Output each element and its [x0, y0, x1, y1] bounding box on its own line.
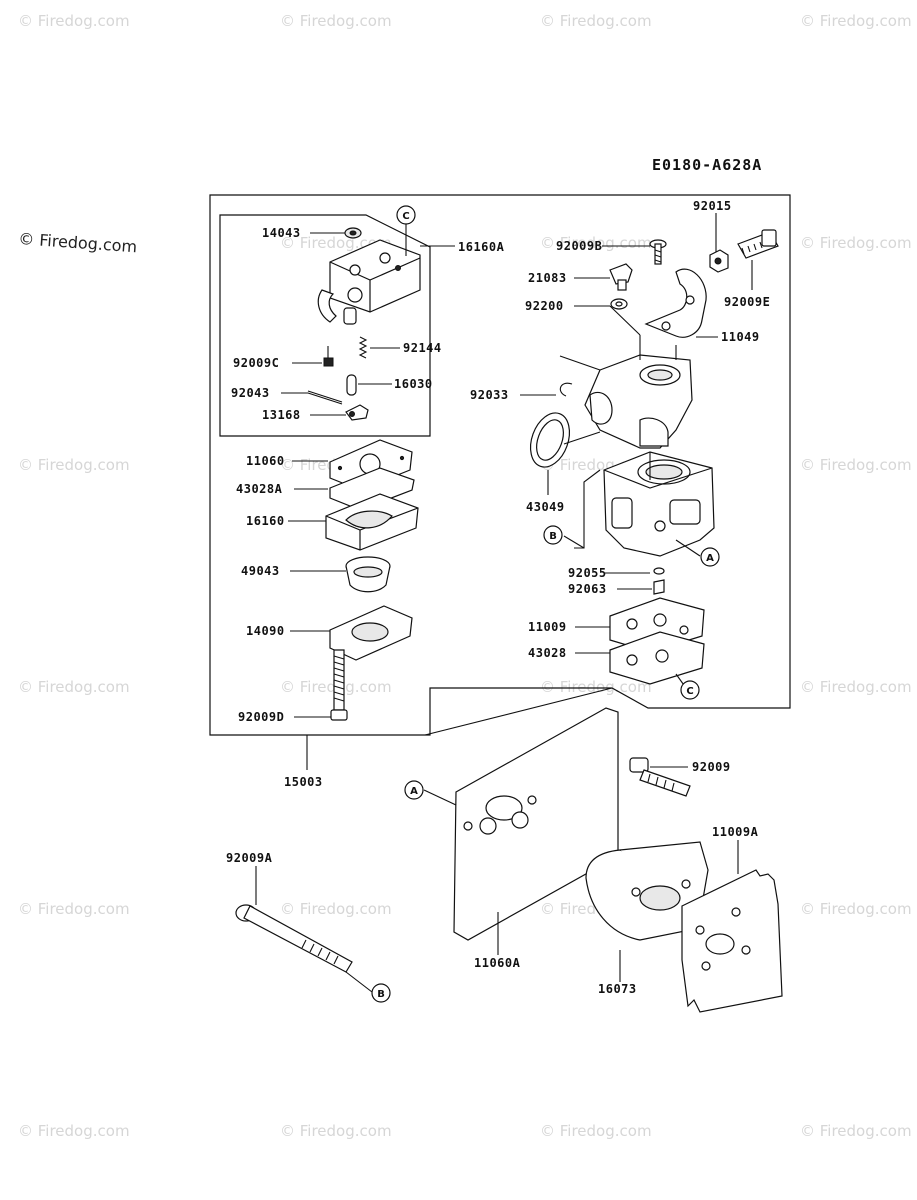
part-92055-drawing	[653, 567, 665, 575]
part-main-body-drawing	[603, 451, 715, 557]
side-watermark: © Firedog.com	[18, 229, 138, 256]
part-14090-drawing	[329, 605, 413, 661]
part-92033-drawing	[559, 382, 573, 397]
part-label-11009: 11009	[528, 620, 567, 634]
watermark: © Firedog.com	[800, 678, 912, 696]
part-label-92009C: 92009C	[233, 356, 279, 370]
part-92009E-drawing	[737, 229, 779, 259]
part-92009C-drawing	[323, 346, 334, 367]
part-92063-drawing	[653, 579, 665, 595]
part-label-11009A: 11009A	[712, 825, 759, 839]
watermark: © Firedog.com	[540, 234, 652, 252]
callout-b-upper: B	[543, 525, 563, 545]
part-92009B-drawing	[649, 239, 667, 265]
watermark: © Firedog.com	[800, 456, 912, 474]
part-label-92043: 92043	[231, 386, 270, 400]
watermark: © Firedog.com	[800, 12, 912, 30]
watermark: © Firedog.com	[280, 1122, 392, 1140]
svg-text:A: A	[706, 553, 714, 564]
part-92009D-drawing	[330, 649, 348, 721]
part-label-21083: 21083	[528, 271, 567, 285]
part-21083-drawing	[609, 263, 633, 291]
watermark: © Firedog.com	[280, 900, 392, 918]
watermark: © Firedog.com	[280, 12, 392, 30]
part-label-92200: 92200	[525, 299, 564, 313]
part-14043-drawing	[344, 227, 362, 239]
svg-text:C: C	[402, 211, 409, 222]
watermark: © Firedog.com	[800, 1122, 912, 1140]
part-label-13168: 13168	[262, 408, 301, 422]
part-label-92055: 92055	[568, 566, 607, 580]
part-label-92063: 92063	[568, 582, 607, 596]
part-92200-drawing	[610, 298, 628, 310]
subassembly-frame	[219, 214, 431, 437]
part-upper-body-drawing	[584, 335, 693, 449]
part-label-92009: 92009	[692, 760, 731, 774]
part-label-92009A: 92009A	[226, 851, 273, 865]
svg-text:B: B	[377, 989, 385, 1000]
svg-text:C: C	[686, 686, 693, 697]
callout-a-upper: A	[700, 547, 720, 567]
leader-lines	[255, 213, 753, 993]
part-label-11060: 11060	[246, 454, 285, 468]
part-label-43028: 43028	[528, 646, 567, 660]
callout-b-lower: B	[371, 983, 391, 1003]
watermark: © Firedog.com	[18, 456, 130, 474]
part-43049-drawing	[529, 412, 571, 468]
part-43028-drawing	[609, 631, 705, 685]
part-92009-drawing	[629, 757, 691, 797]
diagram-code: E0180-A628A	[652, 156, 762, 174]
part-16073-drawing	[585, 841, 709, 941]
part-16160A-drawing	[317, 239, 421, 325]
frame-link-line	[424, 687, 613, 736]
part-label-14090: 14090	[246, 624, 285, 638]
part-label-11060A: 11060A	[474, 956, 521, 970]
part-label-16160A: 16160A	[458, 240, 505, 254]
part-92043-drawing	[307, 390, 343, 405]
watermark: © Firedog.com	[540, 678, 652, 696]
part-49043-drawing	[345, 556, 391, 593]
part-label-11049: 11049	[721, 330, 760, 344]
part-43028A-drawing	[329, 467, 415, 511]
watermark: © Firedog.com	[540, 1122, 652, 1140]
part-label-92009D: 92009D	[238, 710, 284, 724]
watermark: © Firedog.com	[18, 1122, 130, 1140]
svg-text:A: A	[410, 786, 418, 797]
part-label-14043: 14043	[262, 226, 301, 240]
callout-c-top: C	[396, 205, 416, 225]
part-label-92144: 92144	[403, 341, 442, 355]
part-13168-drawing	[345, 404, 369, 421]
part-label-92009B: 92009B	[556, 239, 602, 253]
watermark: © Firedog.com	[800, 234, 912, 252]
part-92015-drawing	[709, 249, 729, 273]
part-label-15003: 15003	[284, 775, 323, 789]
part-label-43049: 43049	[526, 500, 565, 514]
part-label-16160: 16160	[246, 514, 285, 528]
part-label-16030: 16030	[394, 377, 433, 391]
part-label-92009E: 92009E	[724, 295, 770, 309]
watermark: © Firedog.com	[800, 900, 912, 918]
part-16160-drawing	[325, 493, 419, 551]
part-11060-drawing	[329, 439, 413, 491]
part-16030-drawing	[346, 374, 357, 396]
callout-a-lower: A	[404, 780, 424, 800]
watermark: © Firedog.com	[540, 12, 652, 30]
part-label-43028A: 43028A	[236, 482, 283, 496]
part-labels: 14043 16160A 92144 92009C 92043 16030 13…	[226, 199, 770, 996]
part-label-49043: 49043	[241, 564, 280, 578]
part-11049-drawing	[644, 268, 707, 338]
watermark: © Firedog.com	[18, 12, 130, 30]
part-label-92033: 92033	[470, 388, 509, 402]
part-11060A-drawing	[453, 707, 619, 941]
part-label-16073: 16073	[598, 982, 637, 996]
part-label-92015: 92015	[693, 199, 732, 213]
watermark: © Firedog.com	[18, 678, 130, 696]
callout-c-bottom: C	[680, 680, 700, 700]
part-11009A-drawing	[681, 869, 783, 1013]
part-92144-drawing	[358, 336, 368, 359]
watermark: © Firedog.com	[18, 900, 130, 918]
svg-text:B: B	[549, 531, 557, 542]
